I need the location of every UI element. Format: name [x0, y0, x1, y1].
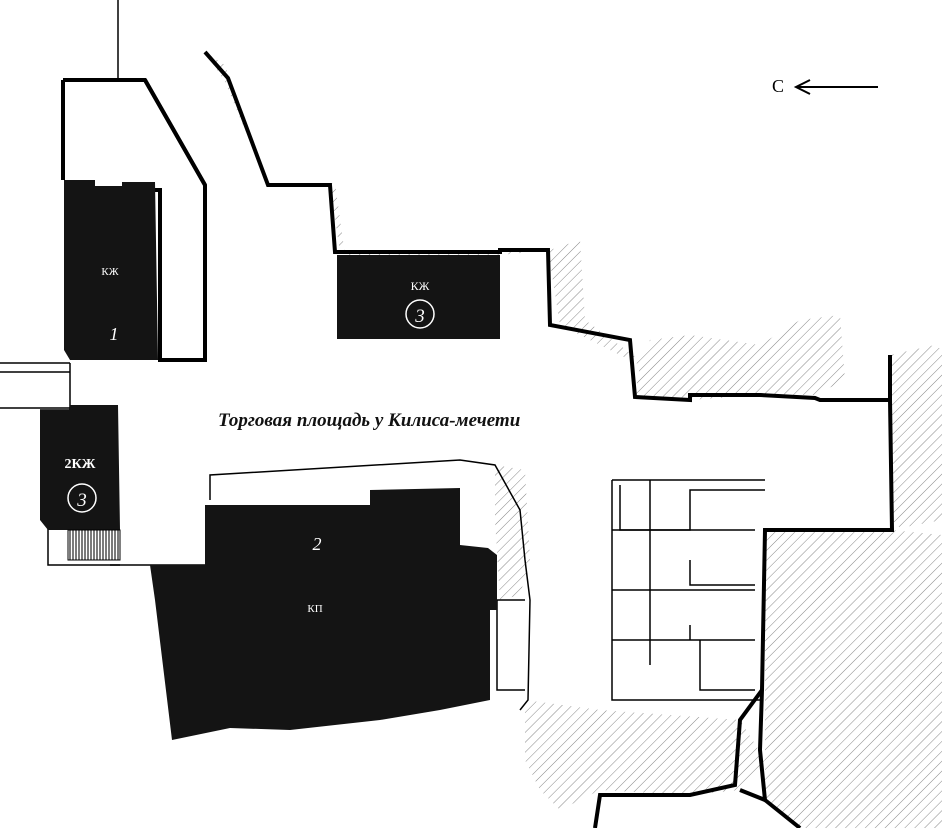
plaza-walls	[61, 50, 895, 828]
building-1-type: КЖ	[101, 266, 118, 278]
building-2: 2 КП	[150, 488, 497, 740]
north-label: С	[772, 76, 785, 96]
building-3-top-number: 3	[414, 306, 425, 327]
building-1-number: 1	[110, 324, 119, 344]
north-arrow-icon	[793, 79, 878, 95]
building-2-number: 2	[313, 534, 322, 554]
map-title: Торговая площадь у Килиса-мечети	[218, 410, 521, 431]
building-3-top-type: КЖ	[411, 279, 430, 293]
stairs	[67, 529, 121, 561]
building-3-left: 2КЖ 3	[40, 405, 121, 561]
building-1: КЖ 1	[64, 180, 158, 360]
building-3-left-type: 2КЖ	[65, 457, 96, 472]
building-3-top-circle	[405, 299, 435, 329]
building-3-top: КЖ 3	[337, 255, 500, 339]
building-3-left-circle	[67, 483, 97, 513]
building-3-left-number: 3	[76, 490, 87, 511]
hatched-terrain	[205, 52, 942, 828]
building-2-type: КП	[307, 603, 322, 615]
